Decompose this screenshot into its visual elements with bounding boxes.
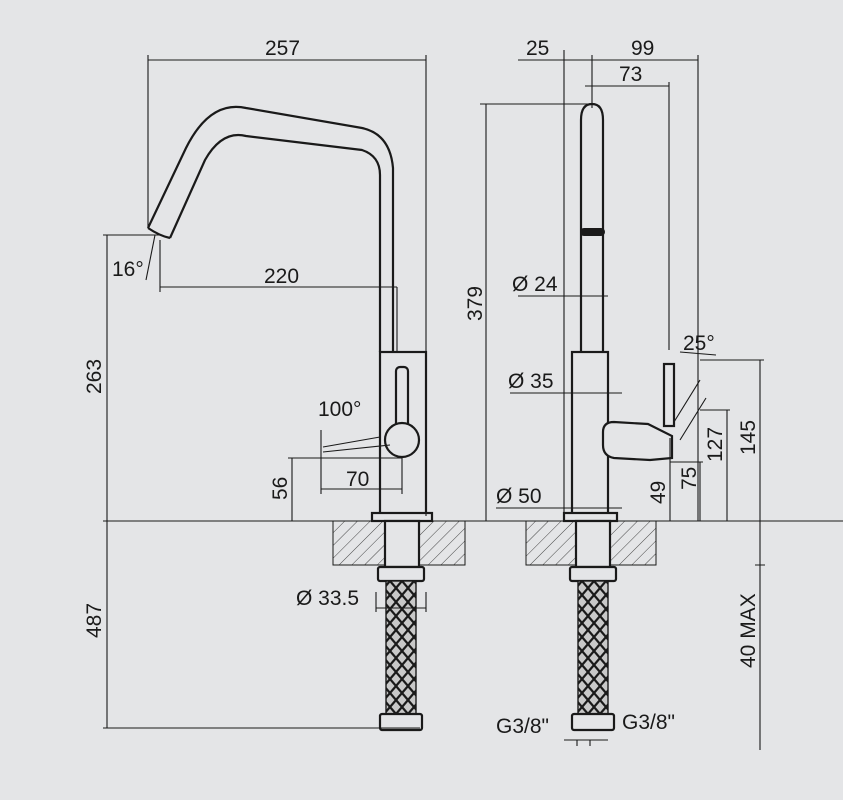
label-connection-right: G3/8" [622,711,675,734]
lever-hub [383,421,421,459]
spout-tip [147,227,171,240]
dim-lines-front [103,55,427,729]
label-spout-angle: 16° [112,258,144,281]
label-lever-height: 56 [269,477,292,500]
label-base-diameter: Ø 50 [496,485,542,508]
dimension-labels: 257 16° 220 263 100° 70 56 Ø 33.5 487 25… [83,37,760,738]
braided-hose-right [577,580,609,716]
label-spout-reach: 220 [264,265,299,288]
lever-handle [394,365,410,429]
label-lever-low: 75 [678,467,701,490]
side-view [480,50,765,750]
label-lever-top: 145 [737,420,760,455]
label-spout-height: 263 [83,359,106,394]
lever-side [601,420,674,462]
spout-tube [147,105,395,352]
dim-lines-side [480,50,765,750]
shank-nut [376,565,426,583]
label-connection-left: G3/8" [496,715,549,738]
label-lever-base: 49 [647,481,670,504]
label-body-diameter: Ø 35 [508,370,554,393]
hose-fitting-right [570,712,616,732]
label-overall-width: 257 [265,37,300,60]
lever-swing-ghost [673,379,707,441]
label-spout-diameter: Ø 24 [512,273,558,296]
label-shank-diameter: Ø 33.5 [296,587,359,610]
label-lever-mid: 127 [704,427,727,462]
lever-blade [662,362,676,428]
label-lever-depth: 73 [619,63,642,86]
label-lever-offset: 70 [346,468,369,491]
label-lever-angle: 25° [683,332,715,355]
braided-hose-left [385,580,417,716]
label-lever-swing: 100° [318,398,361,421]
label-side-depth: 99 [631,37,654,60]
shank-nut-side [568,565,618,583]
label-total-height: 379 [464,286,487,321]
shank-side [574,519,612,569]
shank [383,519,421,569]
label-max-thickness: 40 MAX [737,593,760,668]
front-view [103,55,843,732]
label-spout-front: 25 [526,37,549,60]
hose-fitting-left [378,712,424,732]
faucet-base [370,511,434,523]
aerator-mark [580,228,605,236]
base-side [562,511,619,523]
label-hose-length: 487 [83,603,106,638]
